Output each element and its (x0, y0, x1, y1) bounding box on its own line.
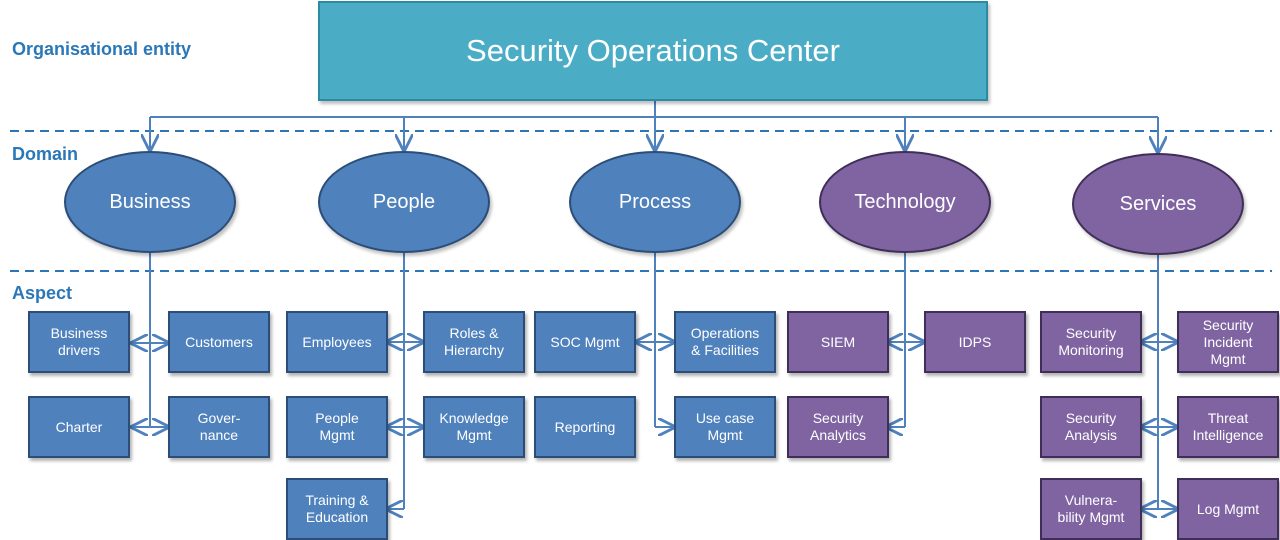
row-label-aspect: Aspect (12, 283, 73, 303)
aspect-soc-mgmt: SOC Mgmt (534, 311, 636, 373)
aspect-charter: Charter (28, 396, 130, 458)
aspect-governance: Gover- nance (168, 396, 270, 458)
aspect-threat-intelligence: Threat Intelligence (1177, 396, 1279, 458)
domain-people: People (318, 151, 490, 253)
aspect-reporting: Reporting (534, 396, 636, 458)
aspect-roles-hierarchy: Roles & Hierarchy (423, 311, 525, 373)
row-label-domain: Domain (12, 144, 79, 164)
aspect-use-case-mgmt: Use case Mgmt (674, 396, 776, 458)
domain-services: Services (1072, 153, 1244, 255)
aspect-training-education: Training & Education (286, 478, 388, 540)
domain-process: Process (569, 151, 741, 253)
aspect-security-analytics: Security Analytics (787, 396, 889, 458)
aspect-idps: IDPS (924, 311, 1026, 373)
aspect-operations-facilities: Operations & Facilities (674, 311, 776, 373)
aspect-siem: SIEM (787, 311, 889, 373)
domain-technology: Technology (819, 151, 991, 253)
aspect-employees: Employees (286, 311, 388, 373)
row-label-organisational-entity: Organisational entity (12, 39, 192, 59)
aspect-security-incident-mgmt: Security Incident Mgmt (1177, 311, 1279, 373)
aspect-business-drivers: Business drivers (28, 311, 130, 373)
aspect-log-mgmt: Log Mgmt (1177, 478, 1279, 540)
soc-title-box: Security Operations Center (318, 1, 988, 101)
aspect-people-mgmt: People Mgmt (286, 396, 388, 458)
aspect-security-monitoring: Security Monitoring (1040, 311, 1142, 373)
aspect-customers: Customers (168, 311, 270, 373)
aspect-security-analysis: Security Analysis (1040, 396, 1142, 458)
aspect-knowledge-mgmt: Knowledge Mgmt (423, 396, 525, 458)
aspect-vulnerability-mgmt: Vulnera- bility Mgmt (1040, 478, 1142, 540)
domain-business: Business (64, 151, 236, 253)
